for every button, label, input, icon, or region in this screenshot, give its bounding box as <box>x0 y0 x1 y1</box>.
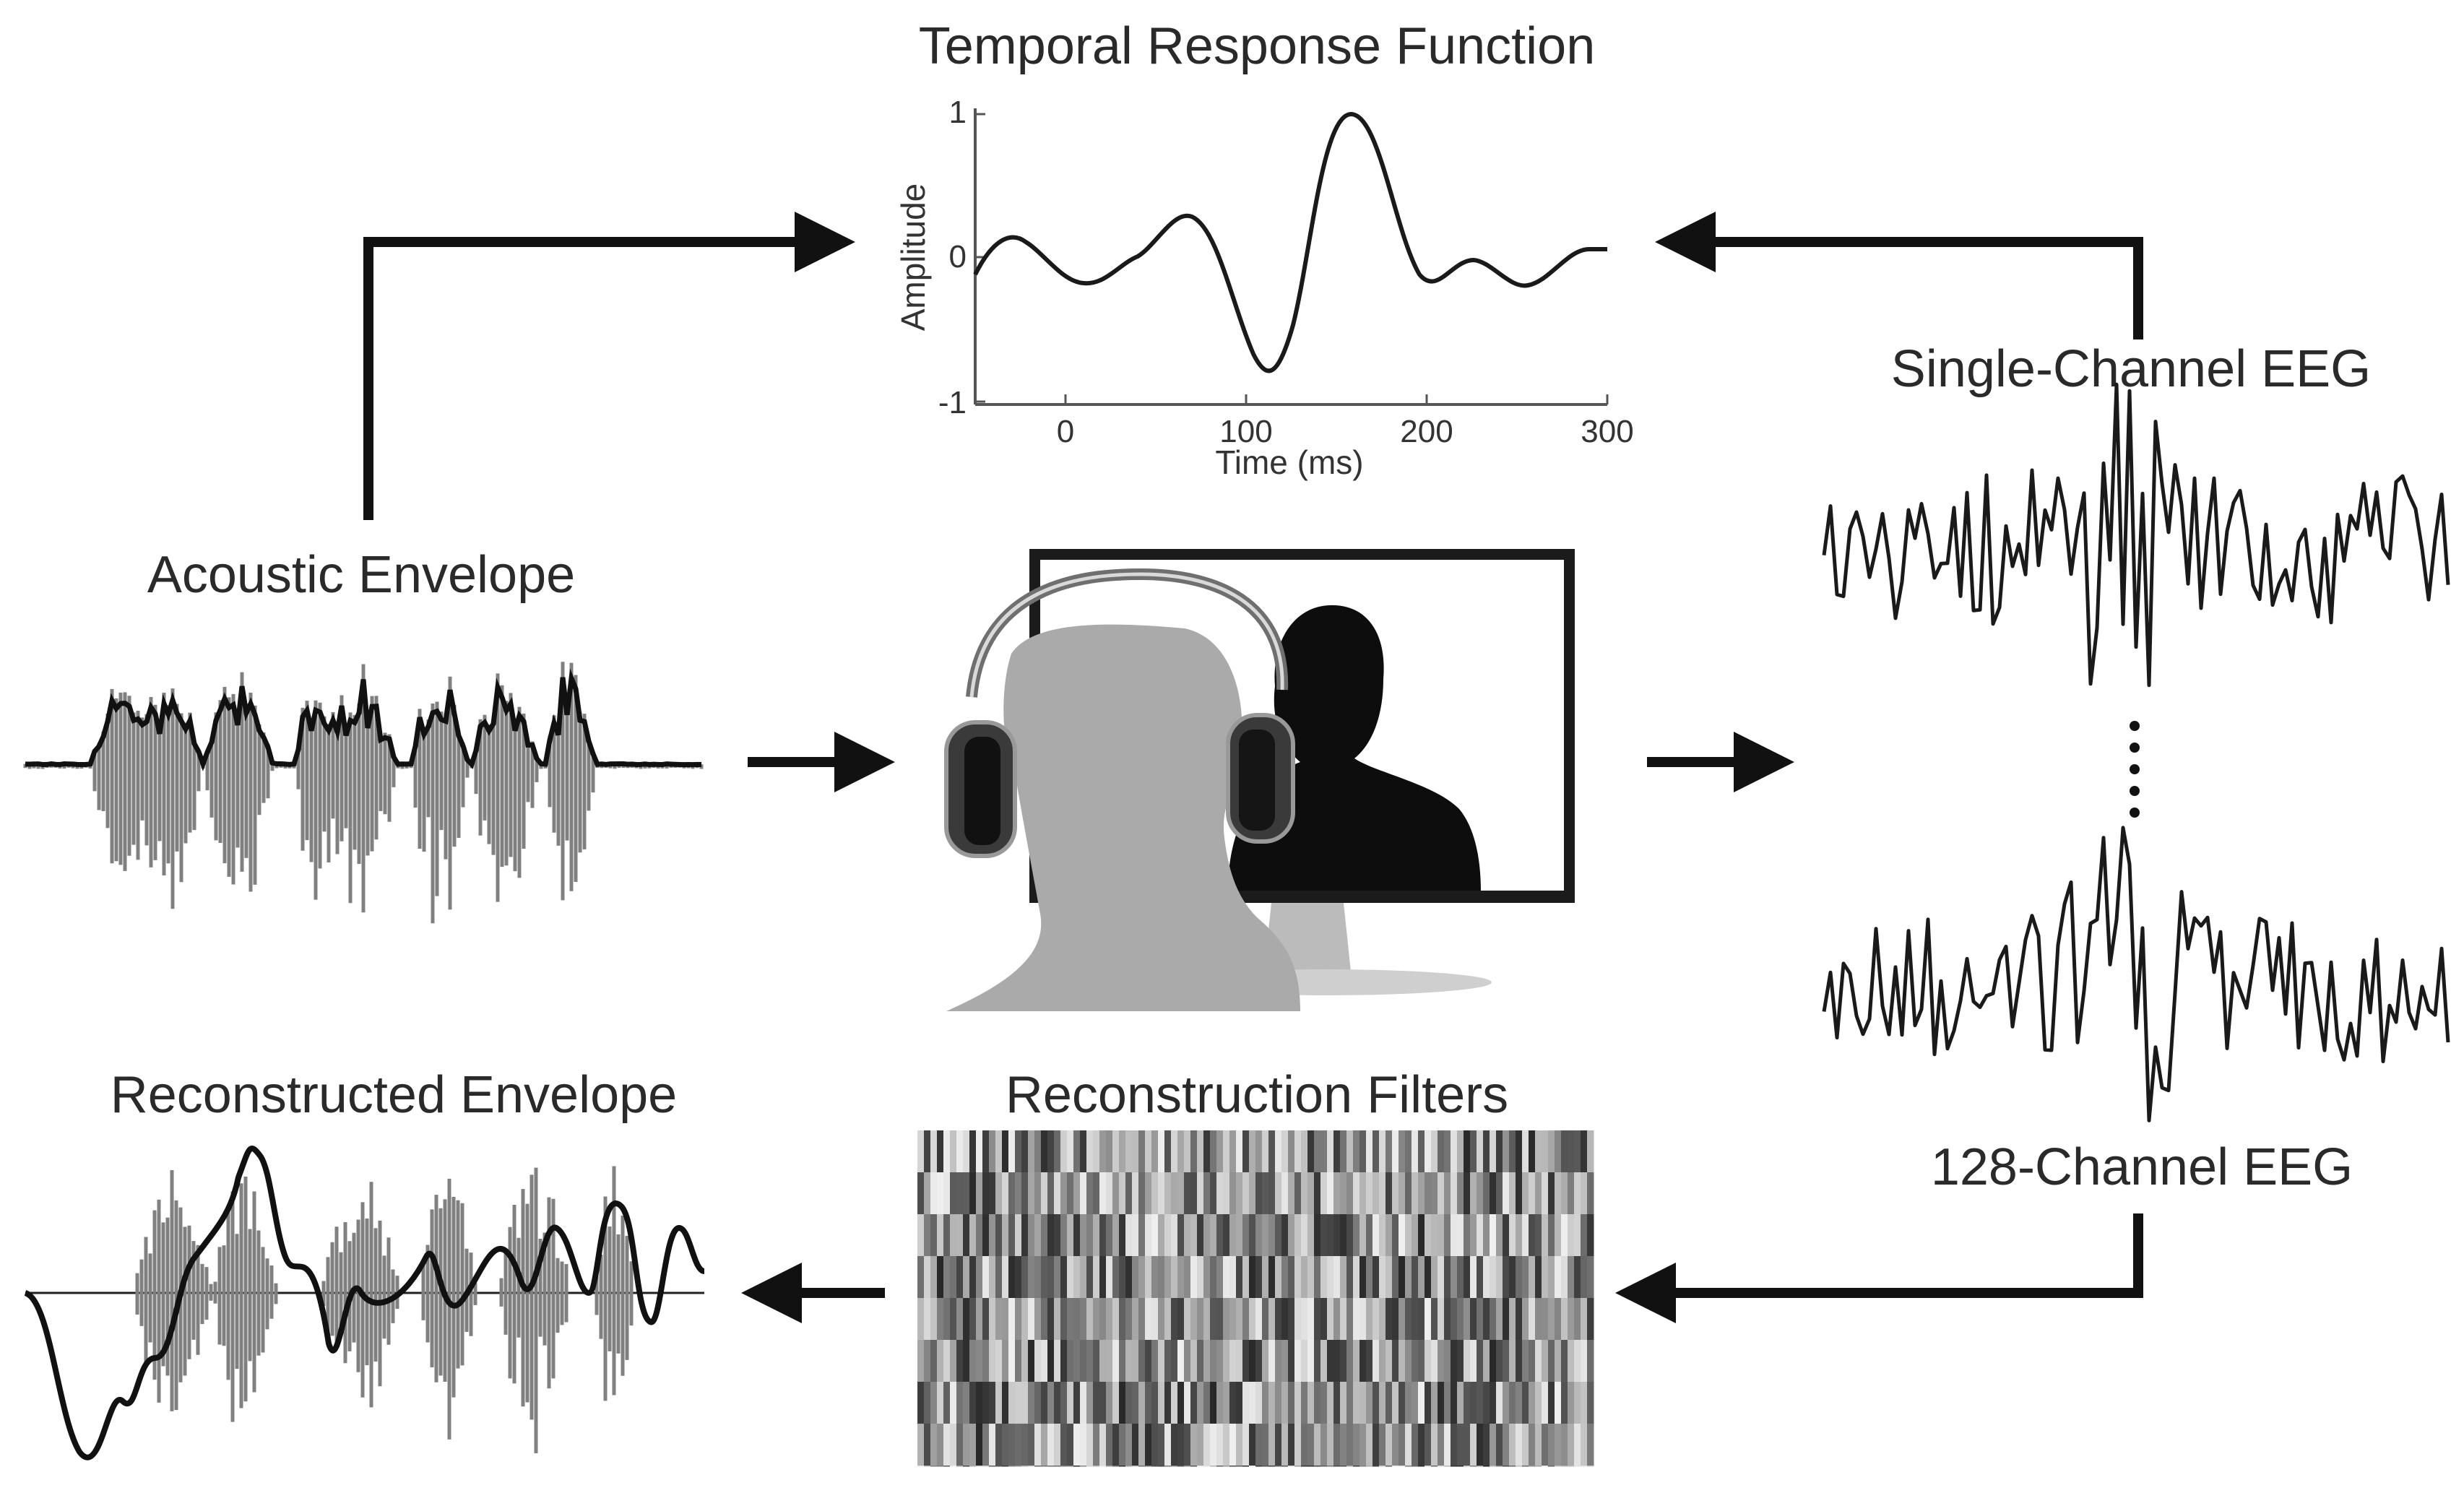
trf-xlabel: Time (ms) <box>1215 443 1363 481</box>
trf-xtick-100: 100 <box>1219 414 1272 449</box>
reconstruction-filters-matrix <box>917 1130 1594 1467</box>
arrow-eeg-to-trf <box>1655 212 2143 339</box>
reconstructed-envelope-title: Reconstructed Envelope <box>111 1066 677 1124</box>
trf-ytick-neg1: -1 <box>938 385 967 420</box>
acoustic-envelope-title: Acoustic Envelope <box>147 546 575 604</box>
trf-ytick-1: 1 <box>949 95 967 130</box>
trf-curve <box>973 112 1607 373</box>
trf-plot: 1 0 -1 0 100 200 300 Time (ms) Amplitude <box>894 95 1634 481</box>
single-channel-eeg-trace <box>1822 382 2450 688</box>
acoustic-envelope-plot <box>23 662 704 924</box>
listener-illustration <box>944 549 1575 1011</box>
multi-channel-eeg-trace <box>1822 826 2450 1122</box>
trf-ytick-0: 0 <box>949 239 967 274</box>
trf-ylabel: Amplitude <box>894 183 932 332</box>
trf-xtick-300: 300 <box>1581 414 1633 449</box>
128-channel-eeg-title: 128-Channel EEG <box>1931 1138 2353 1196</box>
reconstructed-envelope-plot <box>24 1146 706 1460</box>
trf-xtick-200: 200 <box>1400 414 1453 449</box>
reconstructed-envelope-line <box>24 1146 706 1460</box>
reconstruction-filters-title: Reconstruction Filters <box>1006 1066 1508 1124</box>
listener-head <box>946 624 1300 1011</box>
arrow-acoustic-to-trf <box>363 212 855 520</box>
single-channel-eeg-title: Single-Channel EEG <box>1891 340 2371 398</box>
ellipsis-dots <box>2130 721 2140 818</box>
trf-xtick-0: 0 <box>1057 414 1074 449</box>
reconstructed-waveform <box>135 1166 634 1453</box>
arrow-eeg-to-filters <box>1615 1213 2143 1323</box>
acoustic-envelope-line <box>25 668 702 771</box>
trf-title: Temporal Response Function <box>919 17 1596 75</box>
